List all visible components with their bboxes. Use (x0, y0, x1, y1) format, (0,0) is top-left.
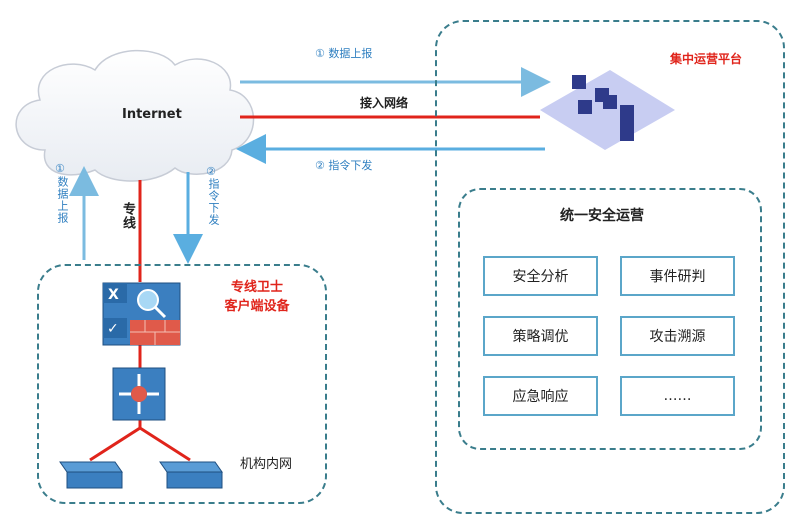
client-device-label-line2: 客户端设备 (224, 299, 290, 314)
access-switch-right-icon (159, 461, 223, 489)
ops-item-more: …… (620, 376, 735, 416)
svg-text:✓: ✓ (107, 321, 119, 337)
ops-item-policy-tuning: 策略调优 (483, 316, 598, 356)
internet-label: Internet (122, 107, 182, 122)
core-switch-icon (112, 367, 166, 421)
client-device-label-line1: 专线卫士 (230, 280, 283, 295)
access-network-label: 接入网络 (360, 96, 409, 110)
platform-label: 集中运营平台 (670, 52, 743, 66)
left-upload-label: 数据上报 (56, 176, 69, 224)
firewall-client-icon: X ✓ (102, 282, 181, 346)
diagram-canvas: X ✓ (15, 49, 675, 489)
left-upload-num: ① (55, 162, 65, 175)
command-label: ② 指令下发 (315, 159, 373, 172)
client-device-label: 专线卫士 客户端设备 (222, 276, 292, 314)
ops-item-security-analysis: 安全分析 (483, 256, 598, 296)
right-command-num: ② (206, 165, 216, 178)
upload-label: ① 数据上报 (315, 47, 373, 60)
ops-item-incident-judgement: 事件研判 (620, 256, 735, 296)
intranet-label: 机构内网 (240, 457, 293, 472)
dedicated-line-label: 专线 (120, 202, 135, 230)
ops-item-attack-tracing: 攻击溯源 (620, 316, 735, 356)
access-switch-left-icon (59, 461, 123, 489)
platform-servers-icon (540, 70, 675, 150)
right-command-label: 指令下发 (207, 178, 220, 226)
internet-cloud (15, 49, 255, 182)
unified-ops-title: 统一安全运营 (560, 208, 644, 224)
ops-item-emergency-response: 应急响应 (483, 376, 598, 416)
svg-text:X: X (108, 287, 119, 303)
switch-right-link (139, 426, 191, 462)
unified-ops-box (458, 188, 762, 450)
